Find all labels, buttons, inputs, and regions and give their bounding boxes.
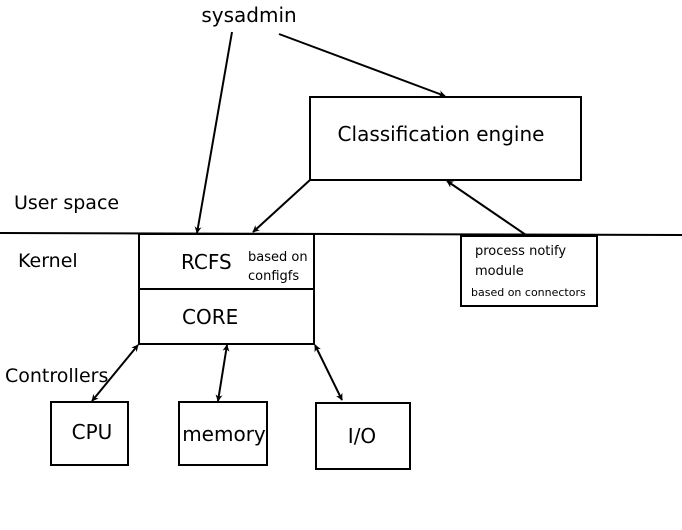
- classification-engine-label: Classification engine: [338, 122, 545, 146]
- controller-memory-rect: [178, 401, 268, 466]
- controllers-label: Controllers: [5, 365, 108, 387]
- controller-cpu-rect: [50, 401, 129, 466]
- arrow-process-notify-to-classification-engine: [446, 180, 527, 236]
- controller-io-rect: [315, 402, 411, 470]
- arrow-core-cpu: [91, 344, 139, 402]
- process-notify-module-box[interactable]: process notify module based on connector…: [460, 235, 598, 307]
- sysadmin-label: sysadmin: [201, 3, 296, 27]
- user-kernel-boundary: [0, 232, 682, 236]
- arrow-core-io: [314, 344, 343, 401]
- rcfs-label: RCFS: [181, 250, 232, 274]
- classification-engine-rect: [309, 96, 582, 181]
- classification-engine-box[interactable]: Classification engine: [309, 96, 582, 181]
- user-space-label: User space: [14, 192, 119, 214]
- arrow-sysadmin-to-rcfs: [194, 31, 233, 234]
- process-notify-rect: [460, 235, 598, 307]
- controller-memory-box[interactable]: memory: [178, 401, 268, 466]
- core-label: CORE: [182, 305, 238, 329]
- process-notify-line1: process notify: [475, 244, 566, 259]
- controller-io-label: I/O: [348, 424, 376, 448]
- controller-cpu-box[interactable]: CPU: [50, 401, 129, 466]
- rcfs-note-line2: configfs: [248, 269, 299, 284]
- process-notify-note: based on connectors: [471, 286, 586, 299]
- rcfs-core-stack[interactable]: RCFS based on configfs CORE: [138, 233, 315, 345]
- rcfs-note-line1: based on: [248, 250, 308, 265]
- process-notify-line2: module: [475, 264, 524, 279]
- arrow-sysadmin-to-classification-engine: [278, 33, 446, 98]
- kernel-label: Kernel: [18, 250, 78, 272]
- controller-cpu-label: CPU: [72, 420, 113, 444]
- arrow-classification-engine-to-rcfs: [252, 179, 311, 233]
- controller-io-box[interactable]: I/O: [315, 402, 411, 470]
- controller-memory-label: memory: [182, 422, 266, 446]
- arrow-core-memory: [215, 344, 230, 402]
